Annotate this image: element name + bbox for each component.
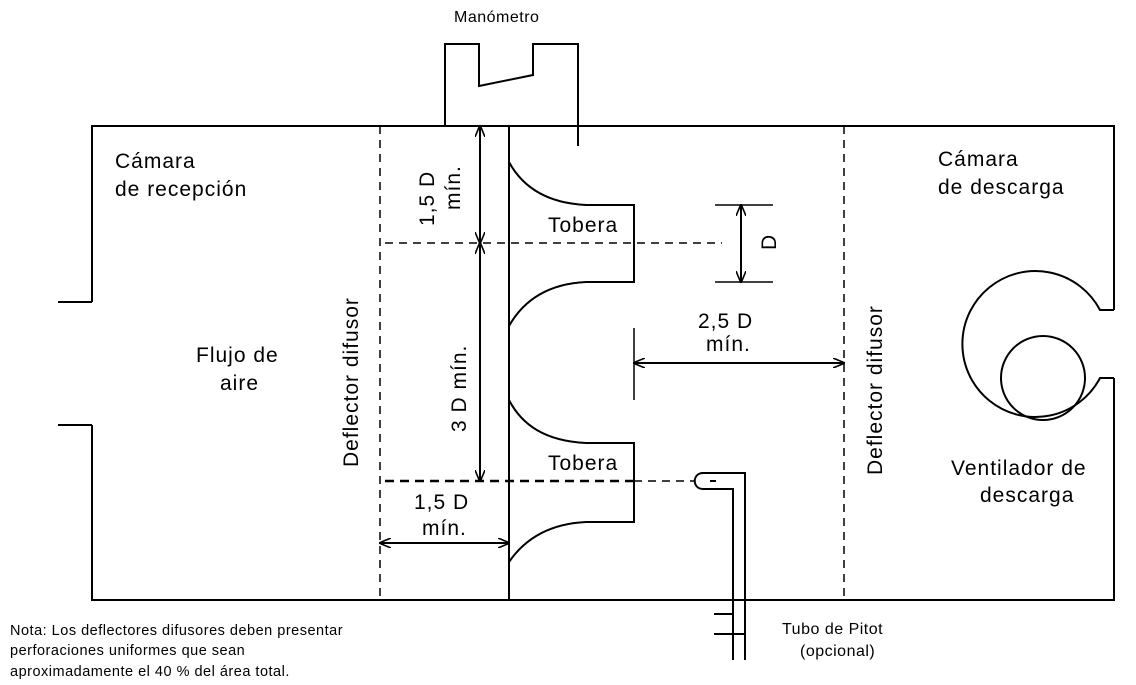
note-line-3: aproximadamente el 40 % del área total.: [10, 664, 290, 680]
dim-15d-top-label-2: mín.: [442, 165, 465, 210]
pitot-tube-icon: [693, 472, 746, 660]
airflow-label-1: Flujo de: [196, 344, 279, 367]
dim-25d-label-1: 2,5 D: [698, 310, 753, 333]
diffuser-label-right: Deflector difusor: [864, 305, 887, 475]
dim-25d-label-2: mín.: [706, 333, 751, 356]
discharge-chamber-label-1: Cámara: [938, 148, 1019, 171]
discharge-chamber-label-2: de descarga: [938, 176, 1065, 199]
fan-label-2: descarga: [980, 484, 1074, 507]
nozzle-bottom: [508, 399, 635, 563]
nozzle-top-label: Tobera: [548, 214, 618, 237]
fan-housing-icon: [961, 270, 1114, 418]
receiving-chamber-label-1: Cámara: [115, 150, 196, 173]
dim-15d-bottom-label-2: mín.: [422, 517, 467, 540]
note-line-1: Nota: Los deflectores difusores deben pr…: [10, 623, 343, 639]
diffuser-label-left: Deflector difusor: [340, 297, 363, 467]
nozzle-top: [508, 161, 635, 327]
dim-15d-bottom-label-1: 1,5 D: [414, 491, 469, 514]
pitot-label-1: Tubo de Pitot: [782, 621, 883, 638]
fan-rotor-icon: [1000, 335, 1086, 421]
nozzle-bottom-label: Tobera: [548, 452, 618, 475]
manometer-label: Manómetro: [454, 9, 539, 26]
dim-15d-top-label-1: 1,5 D: [416, 171, 439, 226]
fan-label-1: Ventilador de: [951, 457, 1087, 480]
airflow-label-2: aire: [220, 372, 259, 395]
chamber-outline: [91, 125, 1115, 601]
dim-3d-label: 3 D mín.: [448, 345, 471, 432]
pitot-label-2: (opcional): [800, 643, 875, 660]
dim-d-label: D: [758, 234, 781, 250]
receiving-chamber-label-2: de recepción: [115, 178, 247, 201]
manometer-icon: [444, 43, 579, 146]
note-line-2: perforaciones uniformes que sean: [10, 643, 245, 659]
